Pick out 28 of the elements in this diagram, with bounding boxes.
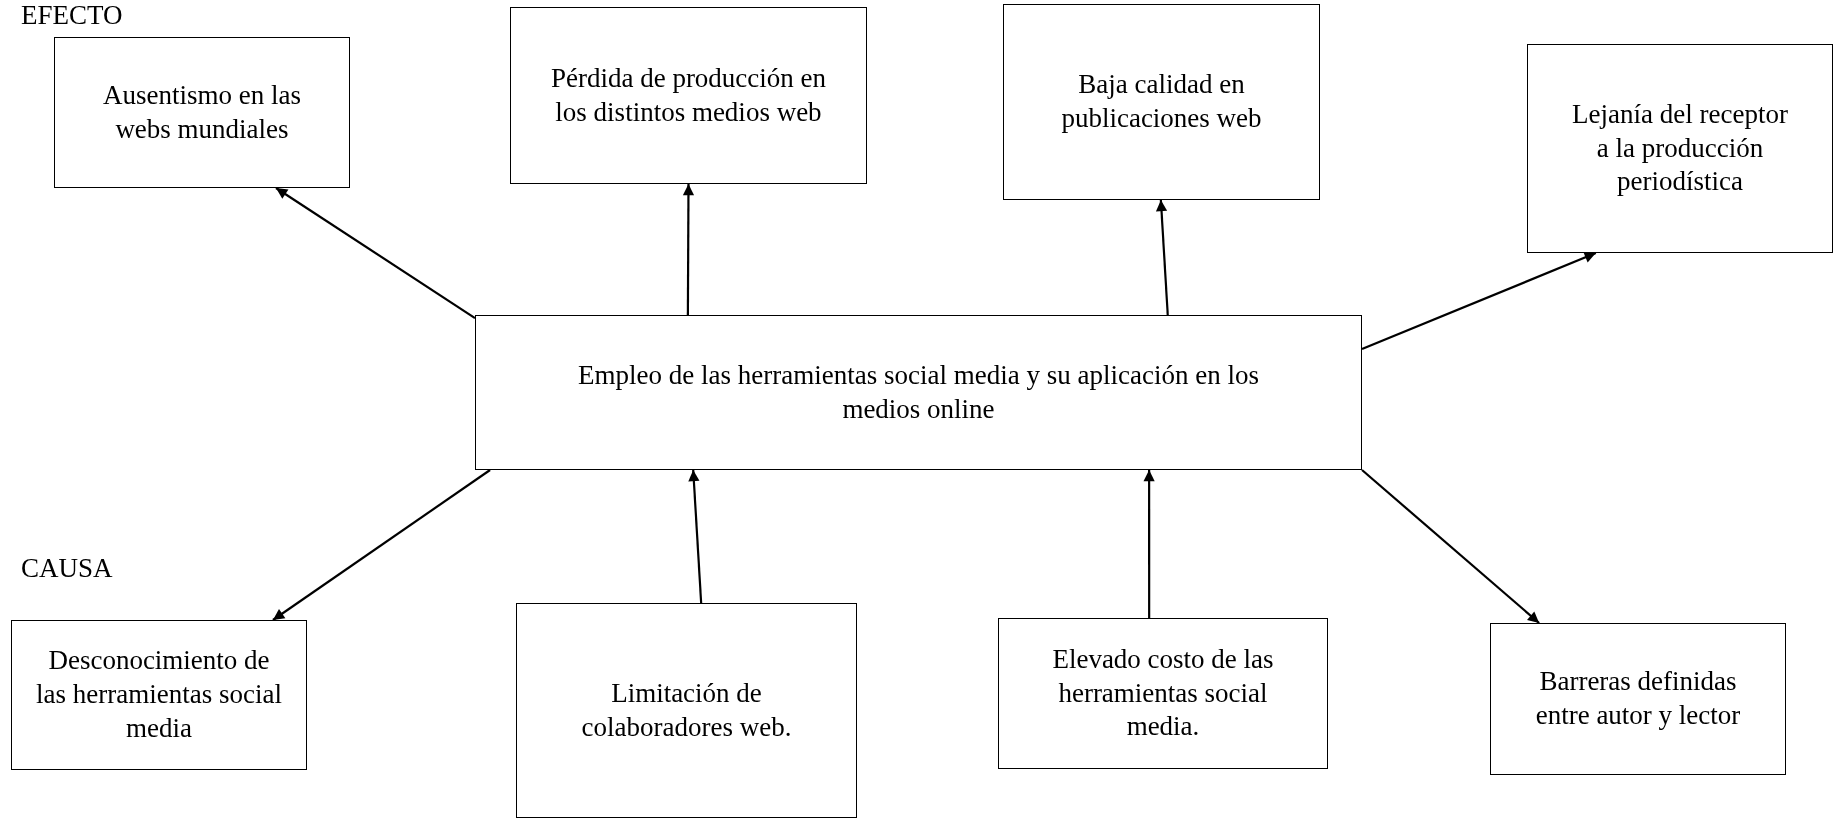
text-box <box>1490 623 1786 775</box>
box-text: Barreras definidas entre autor y lector <box>1534 665 1742 732</box>
box-text: Elevado costo de las herramientas social media. <box>1051 642 1275 744</box>
text-box <box>54 37 350 188</box>
text-box <box>1527 44 1833 253</box>
section-label: EFECTO <box>21 0 123 31</box>
arrow <box>688 469 703 604</box>
box-text: Pérdida de producción en los distintos medios web <box>549 61 828 129</box>
section-label: CAUSA <box>21 553 113 584</box>
box-text: Empleo de las herramientas social media y su aplicación en los medios online <box>577 358 1260 426</box>
arrow <box>1155 199 1169 316</box>
box-text: Desconocimiento de las herramientas social media <box>35 644 283 745</box>
arrow <box>1361 252 1597 351</box>
box-text: Baja calidad en publicaciones web <box>1060 68 1263 135</box>
arrow <box>1143 470 1155 618</box>
box-text: Ausentismo en las webs mundiales <box>102 78 302 146</box>
text-box <box>11 620 307 770</box>
box-text: Lejanía del receptor a la producción periodística <box>1571 97 1789 199</box>
text-box <box>1003 4 1320 200</box>
text-box <box>510 7 867 184</box>
arrow <box>1361 469 1540 624</box>
text-box <box>516 603 857 818</box>
arrow <box>682 184 695 315</box>
text-box <box>998 618 1328 769</box>
box-text: Limitación de colaboradores web. <box>580 676 793 744</box>
text-box <box>475 315 1362 470</box>
arrow <box>275 187 476 320</box>
arrow <box>272 469 491 621</box>
